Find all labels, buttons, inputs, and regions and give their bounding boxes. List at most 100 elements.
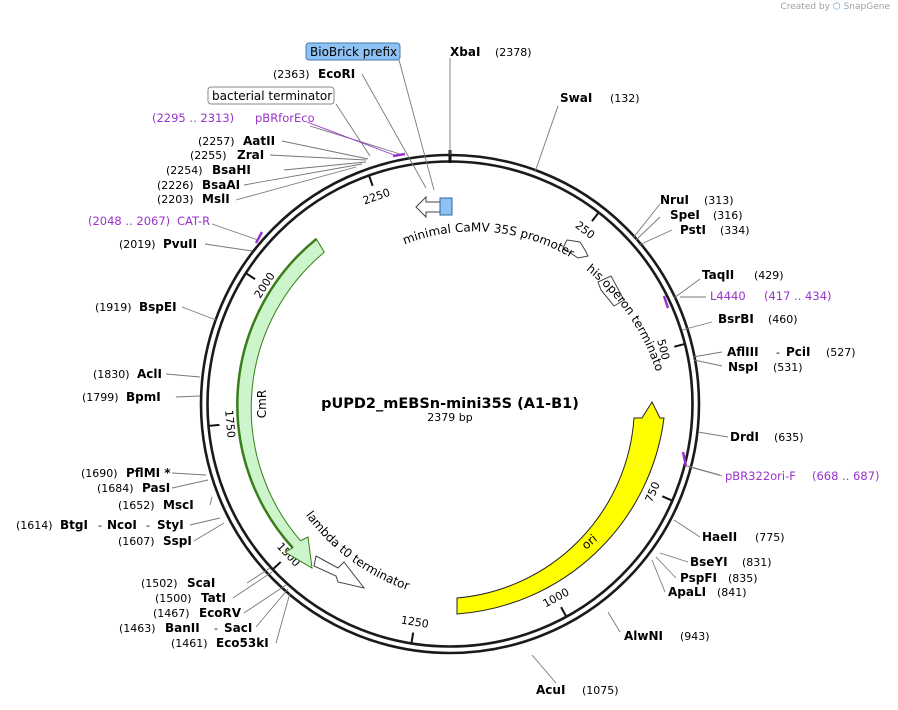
- site-sspi-name[interactable]: SspI: [163, 534, 192, 548]
- tick-label-2250: 2250: [361, 186, 392, 208]
- site-alwni-name[interactable]: AlwNI: [624, 629, 663, 643]
- site-pspfi-name[interactable]: PspFI: [680, 571, 717, 585]
- site-pflmi-name[interactable]: PflMI *: [126, 466, 171, 480]
- tick-1250: [410, 632, 415, 643]
- primer-mark-l4440: [662, 295, 670, 309]
- site-swai-pos: (132): [610, 92, 640, 105]
- leader-lines: [165, 58, 729, 684]
- site-ecorv-name[interactable]: EcoRV: [199, 606, 242, 620]
- site-haeii-name[interactable]: HaeII: [702, 530, 737, 544]
- site-banii-name[interactable]: BanII: [165, 621, 200, 635]
- site-zrai-name[interactable]: ZraI: [237, 148, 264, 162]
- site-bsahi-name[interactable]: BsaHI: [212, 163, 251, 177]
- svg-text:-: -: [776, 346, 780, 359]
- biobrick-prefix-label[interactable]: BioBrick prefix: [305, 42, 401, 61]
- site-apali-name[interactable]: ApaLI: [668, 585, 706, 599]
- site-msci-name[interactable]: MscI: [163, 498, 194, 512]
- site-taqii-name[interactable]: TaqII: [702, 268, 734, 282]
- site-saci-name[interactable]: SacI: [224, 621, 252, 635]
- tick-1000: [560, 606, 567, 617]
- site-bsrbi-name[interactable]: BsrBI: [718, 312, 754, 326]
- primer-cat-r-range: (2048 .. 2067): [88, 214, 170, 228]
- site-bseyi-name[interactable]: BseYI: [690, 555, 728, 569]
- site-alwni-pos: (943): [680, 630, 710, 643]
- primer-mark-cat-r: [254, 231, 264, 244]
- site-btgi-pos: (1614): [16, 519, 53, 532]
- site-acli-name[interactable]: AclI: [137, 367, 162, 381]
- site-psti-pos: (334): [720, 224, 750, 237]
- site-eco53ki-pos: (1461): [171, 637, 208, 650]
- plasmid-name: pUPD2_mEBSn-mini35S (A1-B1): [321, 396, 579, 412]
- site-pasi-name[interactable]: PasI: [142, 481, 170, 495]
- svg-text:-: -: [146, 519, 150, 532]
- site-bspei-name[interactable]: BspEI: [139, 300, 177, 314]
- watermark-prefix: Created by: [780, 2, 830, 12]
- tick-250: [591, 212, 599, 222]
- site-drdi-name[interactable]: DrdI: [730, 430, 759, 444]
- lambda-arrow-icon: [313, 555, 366, 589]
- site-msli-name[interactable]: MslI: [202, 192, 230, 206]
- primer-cat-r-name[interactable]: CAT-R: [177, 214, 210, 228]
- site-drdi-pos: (635): [774, 431, 804, 444]
- promoter-arrow-icon: [415, 195, 441, 219]
- site-afliii-pos: (527): [826, 346, 856, 359]
- site-zrai-pos: (2255): [190, 149, 227, 162]
- site-bpmi-name[interactable]: BpmI: [126, 390, 161, 404]
- primer-labels: (2295 .. 2313) pBRforEco (2048 .. 2067) …: [88, 111, 880, 483]
- site-spei-name[interactable]: SpeI: [670, 208, 700, 222]
- primer-mark-pbr322ori-f: [681, 451, 688, 467]
- site-pvuii-name[interactable]: PvuII: [163, 237, 197, 251]
- tick-label-1250: 1250: [400, 614, 430, 631]
- bacterial-terminator-label[interactable]: bacterial terminator: [207, 86, 335, 105]
- site-xbai-pos: (2378): [495, 46, 532, 59]
- primer-pbrforeco-range: (2295 .. 2313): [152, 111, 234, 125]
- site-btgi-name[interactable]: BtgI: [60, 518, 88, 532]
- site-taqii-pos: (429): [754, 269, 784, 282]
- site-acui-name[interactable]: AcuI: [536, 683, 565, 697]
- site-aatii-pos: (2257): [198, 135, 235, 148]
- sites-right: XbaI (2378) SwaI (132) NruI (313) SpeI (…: [450, 45, 856, 697]
- site-swai-name[interactable]: SwaI: [560, 91, 592, 105]
- tick-label-1750: 1750: [222, 409, 237, 438]
- site-bspei-pos: (1919): [95, 301, 132, 314]
- site-ecori-name[interactable]: EcoRI: [318, 67, 355, 81]
- primer-pbrforeco-name[interactable]: pBRforEco: [255, 111, 315, 125]
- site-styi-name[interactable]: StyI: [157, 518, 184, 532]
- primer-pbr322ori-f-name[interactable]: pBR322ori-F: [725, 469, 796, 483]
- biobrick-box-icon: [439, 197, 453, 216]
- site-ncoi-name[interactable]: NcoI: [107, 518, 137, 532]
- site-nspi-pos: (531): [773, 361, 803, 374]
- svg-text:-: -: [98, 519, 102, 532]
- plasmid-size: 2379 bp: [427, 411, 472, 424]
- primer-pbr322ori-f-range: (668 .. 687): [812, 469, 880, 483]
- site-tati-pos: (1500): [155, 592, 192, 605]
- his-arrow-icon-1: [562, 239, 589, 259]
- site-aatii-name[interactable]: AatII: [243, 134, 275, 148]
- site-tati-name[interactable]: TatI: [201, 591, 226, 605]
- tick-label-250: 250: [573, 219, 598, 242]
- site-nrui-name[interactable]: NruI: [660, 193, 689, 207]
- tick-500: [674, 343, 685, 348]
- site-sspi-pos: (1607): [118, 535, 155, 548]
- site-nspi-name[interactable]: NspI: [728, 360, 758, 374]
- site-msli-pos: (2203): [157, 193, 194, 206]
- promoter-label: minimal CaMV 35S promoter: [401, 220, 577, 260]
- site-psti-name[interactable]: PstI: [680, 223, 706, 237]
- primer-l4440-name[interactable]: L4440: [710, 289, 746, 303]
- site-pasi-pos: (1684): [97, 482, 134, 495]
- cmr-label: CmR: [255, 390, 269, 418]
- site-bpmi-pos: (1799): [82, 391, 119, 404]
- site-pflmi-pos: (1690): [81, 467, 118, 480]
- site-bsrbi-pos: (460): [768, 313, 798, 326]
- tick-1750: [209, 423, 220, 427]
- watermark-brand: SnapGene: [843, 2, 890, 12]
- site-scai-name[interactable]: ScaI: [187, 576, 215, 590]
- site-afliii-name[interactable]: AflIII: [727, 345, 759, 359]
- primer-l4440-range: (417 .. 434): [764, 289, 832, 303]
- site-eco53ki-name[interactable]: Eco53kI: [216, 636, 269, 650]
- site-bsaai-name[interactable]: BsaAI: [202, 178, 240, 192]
- snapgene-logo-icon: ⬡: [832, 2, 841, 12]
- site-pcii-name[interactable]: PciI: [786, 345, 811, 359]
- site-xbai-name[interactable]: XbaI: [450, 45, 480, 59]
- site-nrui-pos: (313): [704, 194, 734, 207]
